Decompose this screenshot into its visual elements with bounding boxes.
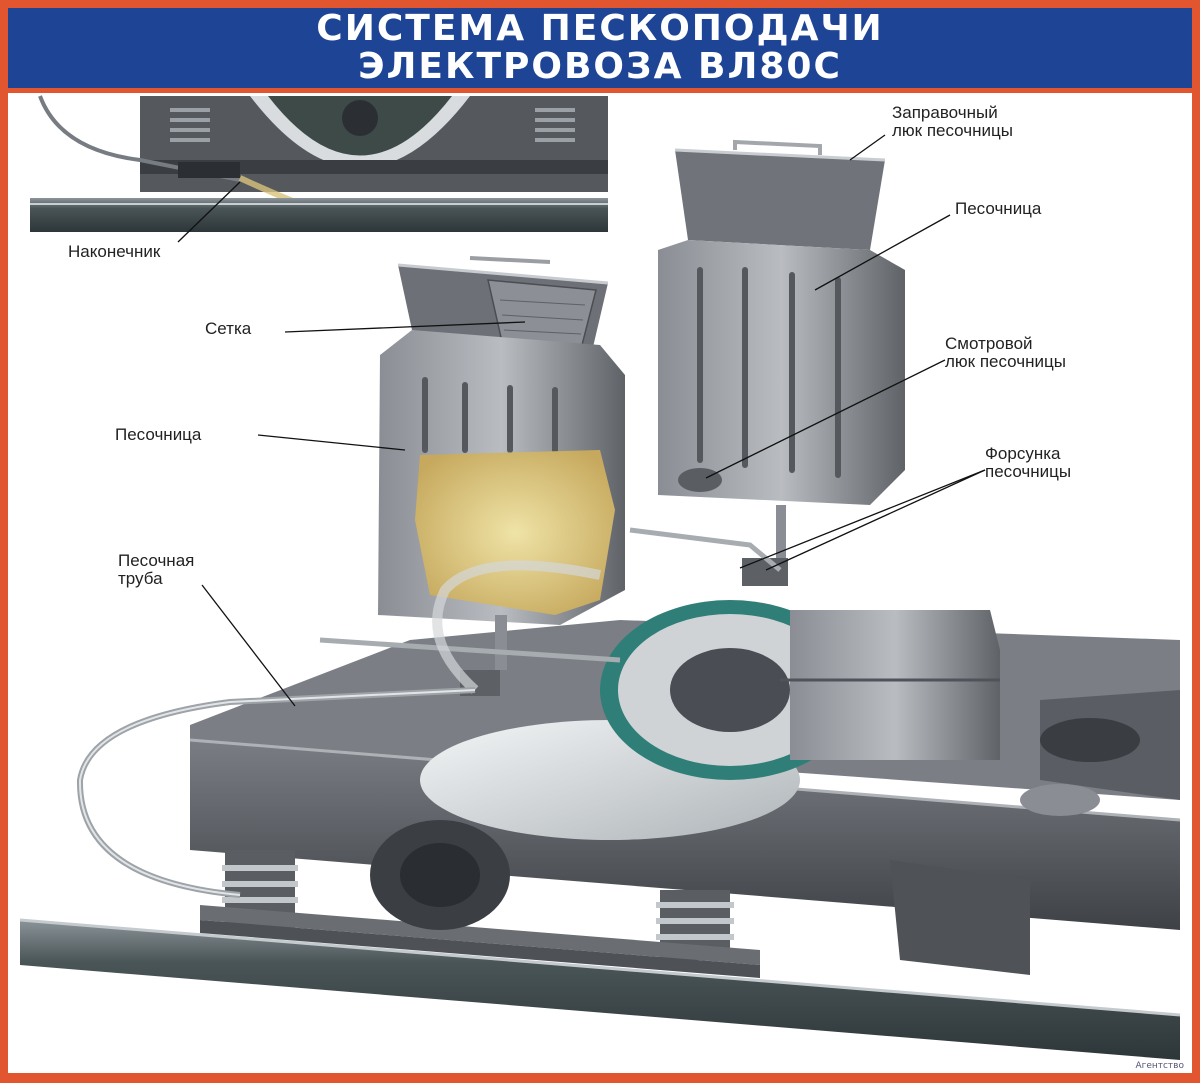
sandbox-right-body (658, 240, 905, 505)
suspension (200, 820, 760, 978)
leader-injector-2 (739, 469, 986, 569)
leader-sand-pipe (201, 584, 296, 707)
label-sandbox-right: Песочница (955, 199, 1042, 218)
sandbox-left (378, 256, 625, 670)
publisher-mark: Агентство (1135, 1061, 1184, 1071)
label-sand-injector: Форсунка песочницы (985, 444, 1072, 481)
inset-frame-beam (140, 160, 608, 174)
leader-mesh (284, 321, 526, 333)
sandbox-right-handle (733, 139, 822, 155)
inset-nozzle-view (30, 95, 608, 232)
rail (19, 918, 1181, 1060)
sandbox-right (658, 139, 905, 565)
bogie-frame (189, 600, 1181, 975)
inset-axle-box (342, 100, 378, 136)
inspection-hatch (678, 468, 722, 492)
inset-nozzle (178, 162, 240, 178)
sand-piping (76, 527, 788, 898)
title-line-2: ЭЛЕКТРОВОЗА ВЛ80С (358, 46, 842, 87)
sandbox-right-ribs (697, 267, 841, 478)
sandbox-left-handle (469, 256, 551, 264)
inset-spring-right (535, 108, 575, 142)
leader-injector-1 (765, 469, 986, 571)
label-inspection-hatch: Смотровой люк песочницы (945, 334, 1066, 371)
label-filler-hatch: Заправочный люк песочницы (892, 103, 1013, 140)
leader-filler-hatch (849, 134, 886, 161)
label-sand-pipe: Песочная труба (118, 551, 195, 588)
title-line-1: СИСТЕМА ПЕСКОПОДАЧИ (316, 8, 884, 49)
leader-inspection-hatch (705, 359, 946, 479)
inset-sand-hose (38, 95, 241, 182)
leader-lines (177, 134, 986, 707)
leader-sandbox-left (257, 434, 406, 451)
label-nozzle-tip: Наконечник (68, 242, 161, 261)
label-mesh: Сетка (205, 319, 252, 338)
injector-right (742, 558, 788, 586)
traction-motor-housing (790, 610, 1000, 760)
leader-sandbox-right (814, 214, 951, 291)
title-bar: СИСТЕМА ПЕСКОПОДАЧИ ЭЛЕКТРОВОЗА ВЛ80С (8, 8, 1192, 93)
leader-nozzle-tip (177, 181, 241, 243)
sandbox-right-funnel (675, 150, 885, 250)
sandbox-left-ribs (422, 377, 558, 453)
inset-spring-left (170, 108, 210, 142)
label-sandbox-left: Песочница (115, 425, 202, 444)
bogie-bracket (890, 860, 1030, 975)
